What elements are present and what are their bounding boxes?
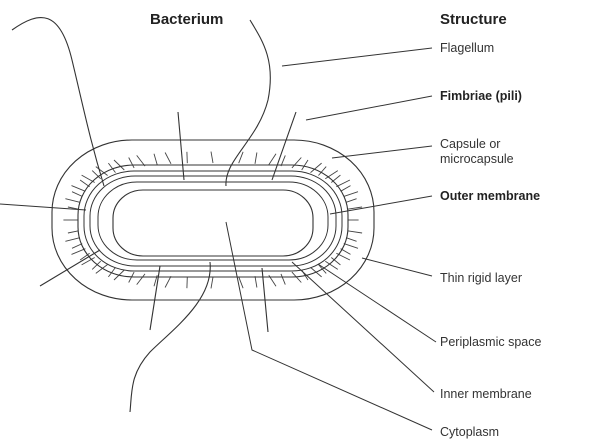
leader-capsule: [332, 146, 432, 158]
fimbria-hair: [348, 231, 363, 233]
fimbria-hair: [302, 160, 308, 170]
fimbria-hair: [344, 192, 358, 197]
fimbria-hair: [96, 265, 108, 274]
header-bacterium: Bacterium: [150, 11, 223, 28]
fimbria-hair: [255, 276, 257, 287]
label-fimbriae: Fimbriae (pili): [440, 89, 522, 103]
pilus-bottom-left: [40, 250, 100, 286]
pilus-top-right: [272, 112, 296, 180]
fimbria-hair: [65, 199, 80, 203]
fimbria-hair: [344, 244, 358, 249]
fimbria-hair: [137, 274, 145, 285]
flagellum-top-left: [12, 18, 104, 186]
leader-fimbriae: [306, 96, 432, 120]
label-outer-membrane: Outer membrane: [440, 189, 540, 203]
label-periplasmic-space: Periplasmic space: [440, 335, 541, 349]
capsule-outline: [52, 140, 374, 300]
fimbria-hair: [72, 192, 82, 197]
fimbria-hair: [154, 154, 157, 165]
pilus-bottom: [150, 266, 160, 330]
label-thin-rigid-layer: Thin rigid layer: [440, 271, 522, 285]
fimbria-hair: [114, 160, 124, 170]
leader-periplasmic-space: [318, 264, 436, 342]
fimbria-hair: [331, 175, 340, 182]
fimbria-hair: [72, 244, 82, 249]
label-capsule-line1: Capsule or: [440, 137, 500, 151]
leader-flagellum: [282, 48, 432, 66]
label-cytoplasm: Cytoplasm: [440, 425, 499, 439]
flagellum-top: [226, 20, 270, 186]
flagellum-bottom: [130, 262, 210, 412]
fimbria-hair: [68, 231, 79, 233]
fimbria-hair: [211, 277, 213, 288]
fimbria-hair: [165, 153, 171, 164]
fimbria-hair: [72, 186, 86, 192]
header-structure: Structure: [440, 11, 507, 28]
fimbria-hair: [341, 186, 351, 192]
fimbria-hair: [336, 180, 350, 187]
fimbria-hair: [269, 154, 276, 165]
fimbria-hair: [292, 158, 301, 168]
pilus-left: [0, 204, 86, 210]
periplasm-boundary-shape: [98, 182, 328, 260]
label-capsule-line2: microcapsule: [440, 152, 514, 166]
leader-cytoplasm: [226, 222, 432, 430]
pilus-top-left: [178, 112, 184, 180]
cytoplasm-shape: [113, 190, 313, 256]
label-flagellum: Flagellum: [440, 41, 494, 55]
fimbria-hair: [65, 238, 80, 242]
fimbria-hair: [255, 153, 257, 164]
fimbria-hair: [346, 238, 357, 242]
fimbria-hair: [325, 171, 338, 179]
fimbria-hair: [346, 199, 357, 203]
fimbria-hair: [129, 158, 134, 168]
label-inner-membrane: Inner membrane: [440, 387, 532, 401]
fimbria-hair: [92, 261, 101, 269]
fimbria-hair: [165, 276, 171, 287]
fimbria-hair: [211, 152, 213, 163]
fimbria-hair: [281, 274, 285, 285]
fimbriae-hairs: [63, 152, 362, 289]
leader-thin-rigid-layer: [362, 258, 432, 276]
